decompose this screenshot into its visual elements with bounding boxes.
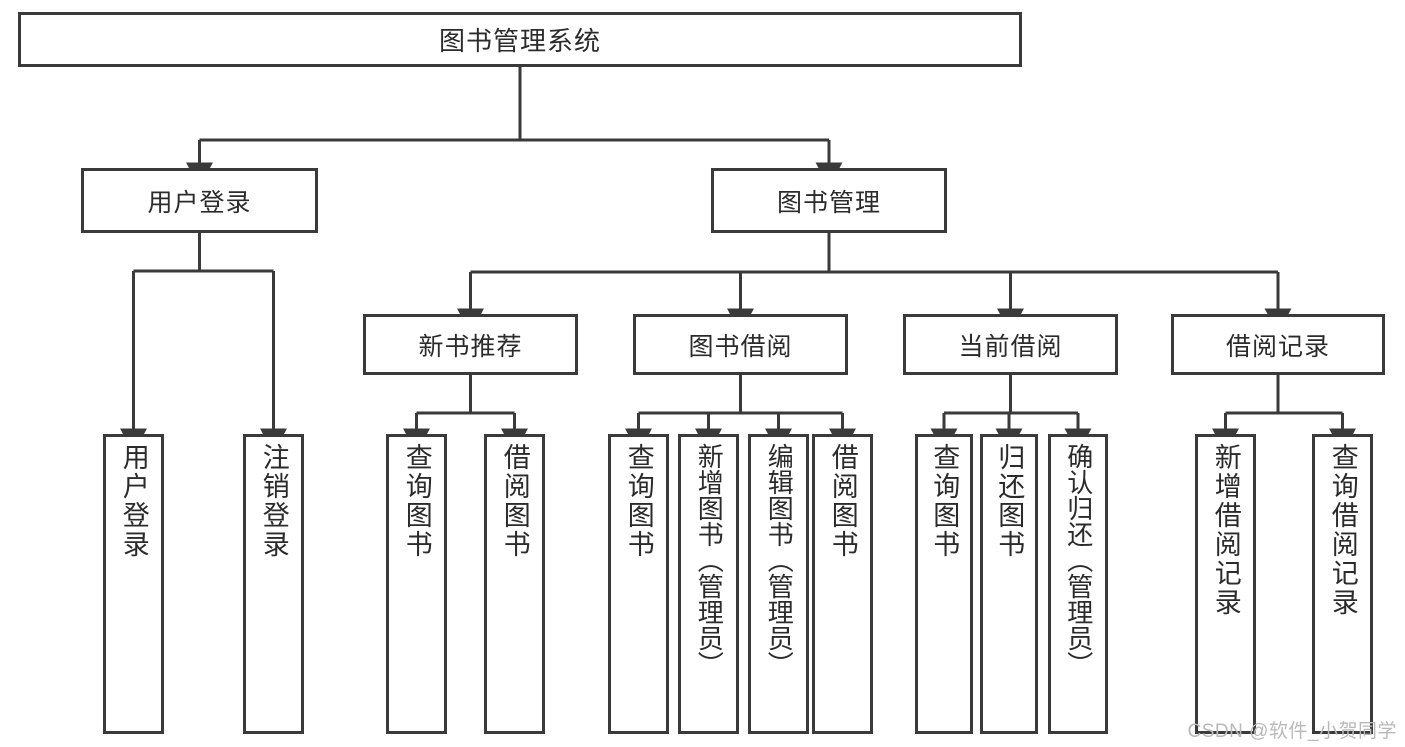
node-label: 当前借阅: [958, 332, 1063, 361]
node-label: 借阅图书: [499, 443, 530, 559]
node-label: 新书推荐: [418, 332, 523, 361]
node-label: 借阅记录: [1225, 332, 1330, 361]
csdn-watermark: CSDN @软件_小贺同学: [1187, 721, 1397, 742]
node-user-login[interactable]: 用户登录: [81, 168, 318, 233]
node-label: 用户登录: [147, 188, 252, 217]
node-leaf-query-book-2[interactable]: 查询图书: [608, 434, 669, 734]
node-borrow-record[interactable]: 借阅记录: [1171, 314, 1385, 375]
node-label: 归还图书: [994, 443, 1025, 559]
node-book-borrow[interactable]: 图书借阅: [633, 314, 848, 375]
node-label: 借阅图书: [827, 443, 858, 559]
node-label: 注销登录: [258, 443, 289, 559]
node-leaf-query-book-3[interactable]: 查询图书: [915, 434, 973, 734]
node-label: 查询借阅记录: [1327, 443, 1358, 617]
node-current-borrow[interactable]: 当前借阅: [903, 314, 1118, 375]
node-label: 图书管理: [776, 188, 881, 217]
node-leaf-edit-book[interactable]: 编辑图书（管理员）: [748, 434, 809, 734]
node-leaf-add-record[interactable]: 新增借阅记录: [1195, 434, 1256, 734]
node-label: 新增借阅记录: [1210, 443, 1241, 617]
node-label: 图书借阅: [688, 332, 793, 361]
node-label: 图书管理系统: [438, 26, 601, 56]
node-label: 新增图书（管理员）: [694, 443, 725, 677]
node-new-book-recommend[interactable]: 新书推荐: [363, 314, 578, 375]
node-leaf-add-book[interactable]: 新增图书（管理员）: [678, 434, 739, 734]
node-root[interactable]: 图书管理系统: [18, 12, 1022, 67]
node-label: 确认归还（管理员）: [1063, 443, 1094, 677]
node-label: 查询图书: [401, 443, 432, 559]
node-leaf-borrow-book-2[interactable]: 借阅图书: [812, 434, 873, 734]
node-label: 查询图书: [623, 443, 654, 559]
node-leaf-return-book[interactable]: 归还图书: [980, 434, 1038, 734]
node-leaf-query-record[interactable]: 查询借阅记录: [1312, 434, 1373, 734]
node-leaf-logout[interactable]: 注销登录: [243, 434, 304, 734]
node-leaf-query-book-1[interactable]: 查询图书: [386, 434, 447, 734]
node-label: 查询图书: [929, 443, 960, 559]
node-label: 用户登录: [118, 443, 149, 559]
node-leaf-borrow-book-1[interactable]: 借阅图书: [484, 434, 545, 734]
node-leaf-user-login[interactable]: 用户登录: [103, 434, 164, 734]
node-label: 编辑图书（管理员）: [764, 443, 795, 677]
node-book-management[interactable]: 图书管理: [711, 168, 947, 233]
node-leaf-confirm-return[interactable]: 确认归还（管理员）: [1048, 434, 1108, 734]
